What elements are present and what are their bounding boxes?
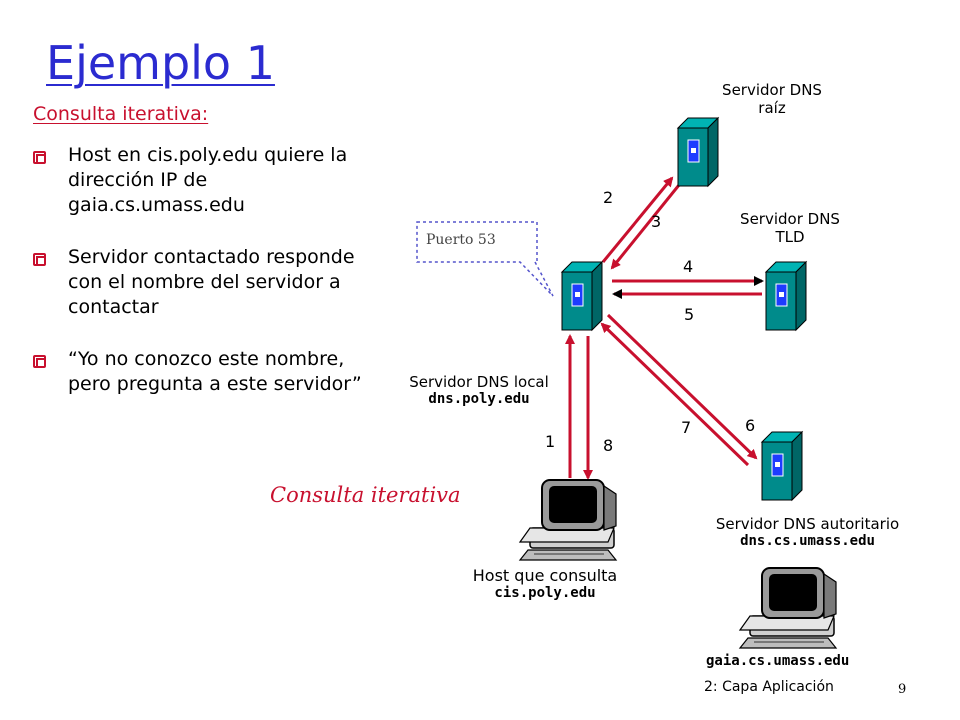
tld-server-type: TLD <box>775 228 805 246</box>
slide-subtitle: Consulta iterativa: <box>33 103 209 125</box>
server-auth-icon <box>760 430 804 502</box>
step-label-4: 4 <box>683 257 694 276</box>
query-arrows <box>565 176 764 480</box>
step-label-3: 3 <box>651 212 662 231</box>
step-label-7: 7 <box>681 418 692 437</box>
step-label-1: 1 <box>545 432 556 451</box>
slide-title: Ejemplo 1 <box>46 36 275 90</box>
auth-server-domain: dns.cs.umass.edu <box>740 533 875 549</box>
bullet-icon <box>33 253 46 266</box>
arrow-step-2 <box>601 176 674 263</box>
server-tld-icon <box>764 260 808 332</box>
footer-chapter: 2: Capa Aplicación <box>704 679 834 695</box>
step-label-8: 8 <box>603 436 614 455</box>
bullet-text: “Yo no conozco este nombre, pero pregunt… <box>68 348 362 395</box>
server-local-icon <box>560 260 604 332</box>
bullet-text: Host en cis.poly.edu quiere la dirección… <box>68 144 348 216</box>
root-server-name: Servidor DNS <box>722 81 822 99</box>
iterative-query-label: Consulta iterativa <box>270 483 461 507</box>
local-server-name: Servidor DNS local <box>409 373 549 391</box>
local-server-domain: dns.poly.edu <box>428 391 530 407</box>
tld-server-label: Servidor DNS TLD <box>710 210 870 246</box>
host-computer-icon <box>518 479 618 561</box>
root-server-type: raíz <box>758 99 786 117</box>
page-number: 9 <box>898 682 907 697</box>
arrow-step-6 <box>606 313 758 460</box>
bullet-icon <box>33 355 46 368</box>
bullet-icon <box>33 151 46 164</box>
host-domain: cis.poly.edu <box>494 585 596 601</box>
bullet-text: Servidor contactado responde con el nomb… <box>68 246 355 318</box>
auth-server-label: Servidor DNS autoritario dns.cs.umass.ed… <box>675 515 940 549</box>
local-server-label: Servidor DNS local dns.poly.edu <box>369 373 589 407</box>
port-callout-label: Puerto 53 <box>426 232 496 248</box>
root-server-label: Servidor DNS raíz <box>692 81 852 117</box>
step-label-2: 2 <box>603 188 614 207</box>
host-label: Host que consulta cis.poly.edu <box>445 566 645 601</box>
arrow-step-3 <box>610 184 681 270</box>
tld-server-name: Servidor DNS <box>740 210 840 228</box>
arrow-step-7 <box>600 322 750 467</box>
target-host-label: gaia.cs.umass.edu <box>706 653 850 669</box>
server-root-icon <box>676 116 720 188</box>
port-callout <box>416 221 554 297</box>
host-name: Host que consulta <box>472 566 618 585</box>
auth-server-name: Servidor DNS autoritario <box>715 515 900 533</box>
step-label-6: 6 <box>745 416 756 435</box>
target-computer-icon <box>738 567 838 649</box>
step-label-5: 5 <box>684 305 695 324</box>
